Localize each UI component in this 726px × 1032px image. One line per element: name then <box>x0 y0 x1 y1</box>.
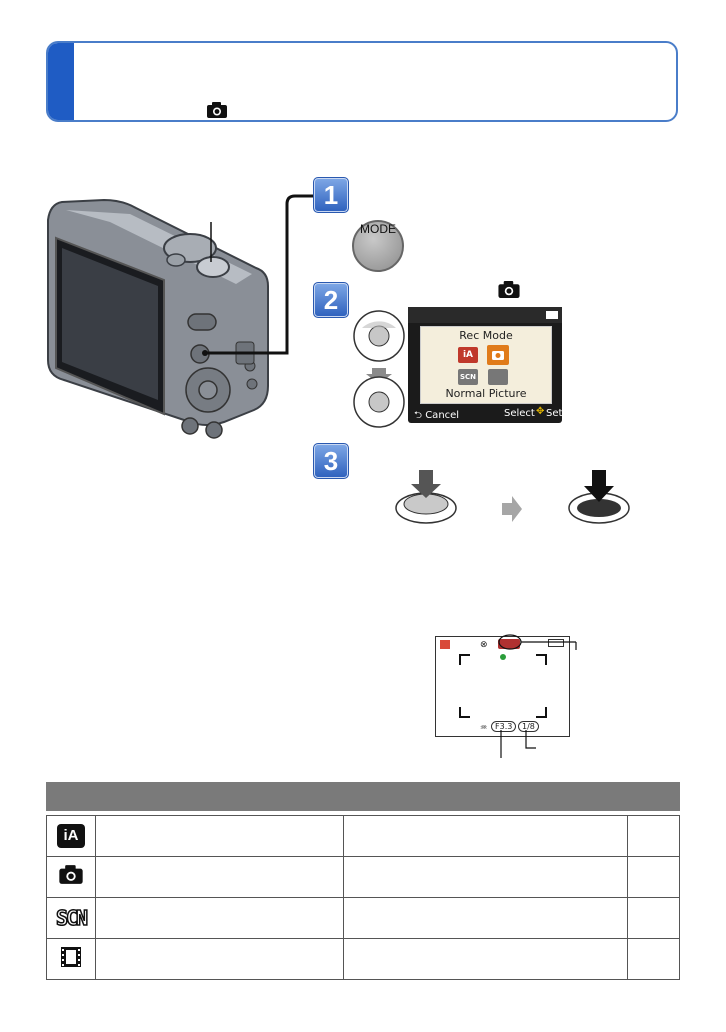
iso-icon <box>498 639 520 649</box>
callout-lines <box>498 634 577 758</box>
shutter-speed: 1/8 <box>518 721 539 732</box>
cursor-pads <box>353 310 405 428</box>
movie-icon[interactable] <box>488 369 508 385</box>
mode-table: iA SCN <box>46 815 680 980</box>
intelligent-auto-icon[interactable]: iA <box>458 347 478 363</box>
table-row <box>46 938 680 980</box>
menu-title: Rec Mode <box>459 329 513 342</box>
step-1-badge: 1 <box>313 177 349 213</box>
battery-icon <box>548 639 564 647</box>
camera-mode-icon <box>440 640 450 649</box>
mode-button[interactable]: MODE <box>352 220 404 272</box>
header-accent-bar <box>48 43 74 120</box>
scene-icon: SCN <box>55 905 89 931</box>
intelligent-auto-icon: iA <box>57 824 85 848</box>
table-row <box>46 856 680 898</box>
mode-table-header <box>46 782 680 811</box>
full-press-icon <box>568 470 630 524</box>
normal-picture-mode-icon[interactable] <box>487 345 509 365</box>
table-row: iA <box>46 815 680 857</box>
stabilizer-icon: ♒ <box>480 723 488 732</box>
af-frame <box>459 654 547 718</box>
joystick-icon: ✥ <box>536 406 545 417</box>
select-label: Select <box>504 408 535 419</box>
cancel-label: ⮌ Cancel <box>414 410 460 421</box>
half-press-icon <box>395 470 457 524</box>
set-label: Set <box>546 408 563 419</box>
step-2-badge: 2 <box>313 282 349 318</box>
rec-mode-menu: Rec Mode iA SCN Normal Picture ⮌ Cancel … <box>408 307 562 423</box>
section-header <box>46 41 678 122</box>
step-3-badge: 3 <box>313 443 349 479</box>
scene-icon[interactable]: SCN <box>458 369 478 385</box>
camera-icon <box>498 281 520 298</box>
menu-panel: Rec Mode iA SCN Normal Picture <box>420 326 552 404</box>
pointer-line <box>202 194 313 356</box>
menu-selected-label: Normal Picture <box>445 387 527 400</box>
aperture-value: F3.3 <box>491 721 517 732</box>
arrow-right-icon <box>502 496 522 522</box>
table-row: SCN <box>46 897 680 939</box>
movie-icon <box>61 946 81 967</box>
flash-icon: ⊗ <box>480 640 488 650</box>
camera-icon <box>59 865 83 884</box>
camera-illustration <box>47 198 269 439</box>
camera-icon <box>207 102 227 118</box>
recording-screen: ⊗ ♒ F3.3 1/8 <box>435 636 570 737</box>
